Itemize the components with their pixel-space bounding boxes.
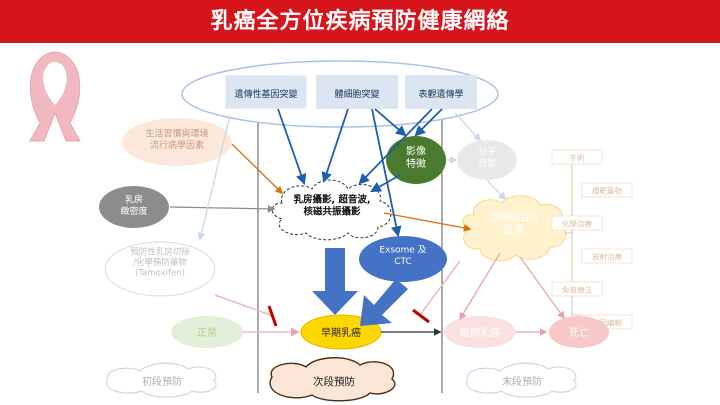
treatment-option-box bbox=[551, 281, 603, 297]
molecular-node bbox=[457, 140, 517, 180]
imaging-tools-cloud bbox=[271, 179, 392, 241]
treatment-option-box bbox=[581, 182, 633, 198]
tertiary-prevention-cloud bbox=[465, 362, 577, 398]
imaging-to-early-arrow bbox=[312, 248, 358, 315]
treatment-option-label: 手術 bbox=[570, 153, 585, 163]
imaging-feature-node bbox=[386, 136, 446, 184]
late-cancer-label: 晚期乳癌 bbox=[460, 326, 500, 339]
network-diagram: 遺傳性基因突變 體細胞突變 表觀遺傳學 生活習慣與環境流行病學因素 乳房緻密度 … bbox=[29, 51, 633, 402]
secondary-prevention-cloud bbox=[269, 357, 396, 402]
early-cancer-label: 早期乳癌 bbox=[321, 326, 361, 339]
tertiary-prevention-label: 末段預防 bbox=[502, 375, 542, 388]
primary-prevention-cloud bbox=[105, 362, 217, 398]
treatment-option-label: 標靶藥物 bbox=[592, 186, 622, 196]
treatment-option-box bbox=[551, 215, 603, 231]
treatment-option-box bbox=[551, 149, 603, 165]
prevention-drug-label: 預防性乳房切除/化學預防藥物(Tamoxifen) bbox=[130, 246, 190, 278]
genetic-mutation-label: 遺傳性基因突變 bbox=[234, 88, 297, 100]
lifestyle-node bbox=[122, 118, 232, 166]
title-bar bbox=[0, 0, 720, 43]
treatment-option-label: 基因編輯 bbox=[592, 318, 622, 328]
secondary-prevention-label: 次段預防 bbox=[313, 375, 355, 388]
inhibition-bars bbox=[214, 260, 461, 327]
imaging-feature-label: 影像特徵 bbox=[406, 145, 426, 170]
genetic-mutation-box bbox=[224, 74, 308, 110]
late-cancer-node bbox=[444, 316, 516, 348]
epigenetic-box bbox=[405, 75, 477, 109]
treatment-option-box bbox=[581, 248, 633, 264]
density-node bbox=[99, 186, 169, 228]
treatment-option-label: 化學治療 bbox=[562, 219, 592, 229]
lifestyle-label: 生活習慣與環境流行病學因素 bbox=[145, 128, 208, 151]
treatment-option-label: 放射治療 bbox=[592, 252, 622, 262]
death-label: 死亡 bbox=[569, 326, 589, 339]
molecular-label: 分子分型 bbox=[478, 147, 496, 169]
treatment-cloud bbox=[462, 195, 567, 262]
treatment-option-label: 免疫療法 bbox=[562, 285, 592, 295]
imaging-tools-label: 乳房攝影, 超音波,核磁共振攝影 bbox=[293, 193, 370, 217]
treatment-label: 治療組合&反應 bbox=[490, 210, 538, 236]
prevention-drug-node bbox=[104, 241, 216, 297]
exosome-node bbox=[359, 236, 447, 282]
somatic-mutation-label: 體細胞突變 bbox=[334, 88, 379, 100]
density-label: 乳房緻密度 bbox=[120, 194, 147, 217]
somatic-mutation-box bbox=[316, 75, 398, 109]
faded-connectors bbox=[169, 112, 565, 337]
blue-connectors bbox=[277, 108, 443, 238]
page-title: 乳癌全方位疾病預防健康網絡 bbox=[210, 9, 510, 34]
exosome-to-early-arrow bbox=[360, 279, 408, 326]
normal-node bbox=[171, 316, 243, 348]
death-node bbox=[549, 316, 609, 348]
pink-ribbon-icon bbox=[29, 51, 81, 142]
primary-prevention-label: 初段預防 bbox=[142, 375, 182, 388]
normal-label: 正常 bbox=[197, 326, 217, 339]
epigenetic-label: 表觀遺傳學 bbox=[418, 88, 463, 100]
